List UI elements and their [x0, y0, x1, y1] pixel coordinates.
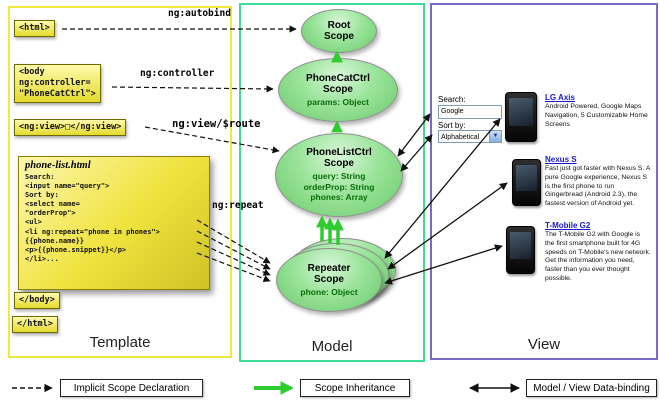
legend-implicit-scope-declaration: Implicit Scope Declaration [60, 379, 203, 397]
phone-screen [516, 165, 537, 192]
phone-description-tmobile-g2: The T-Mobile G2 with Google is the first… [545, 231, 651, 283]
phone-description-lg-axis: Android Powered, Google Maps Navigation,… [545, 103, 648, 128]
ng-view-tag-box: <ng:view>□</ng:view> [14, 119, 127, 137]
scope-repeater: Repeater Scope phone: Object [276, 248, 382, 312]
scope-phonelistctrl-props: query: String orderProp: String phones: … [303, 171, 375, 203]
legend-model-view-data-binding: Model / View Data-binding [526, 379, 657, 397]
scope-phonelistctrl: PhoneListCtrl Scope query: String orderP… [275, 133, 403, 217]
note-title: phone-list.html [25, 160, 91, 171]
sort-by-label: Sort by: [438, 121, 466, 130]
template-panel-label: Template [89, 334, 151, 351]
scope-phonecatctrl-props: params: Object [307, 96, 369, 107]
legend-scope-inheritance: Scope Inheritance [300, 379, 410, 397]
dropdown-arrow-icon: ▼ [489, 131, 501, 142]
phone-list-html-note: phone-list.html Search: <input name="que… [18, 156, 210, 290]
scope-repeater-title: Repeater Scope [307, 262, 351, 285]
edge-label-ng-view-route: ng:view/$route [172, 118, 261, 130]
phone-description-nexus-s: Fast just got faster with Nexus S. A pur… [545, 165, 651, 208]
sort-select[interactable]: Alphabetical ▼ [438, 130, 502, 143]
model-panel-label: Model [311, 338, 353, 355]
html-close-tag-box: </html> [12, 316, 58, 334]
view-panel-label: View [527, 336, 561, 353]
phone-thumbnail-nexus-s [512, 159, 541, 206]
phone-link-nexus-s[interactable]: Nexus S [545, 155, 577, 164]
template-panel: Template [8, 6, 232, 358]
note-code: Search: <input name="query"> Sort by: <s… [25, 173, 160, 263]
scope-repeater-props: phone: Object [300, 286, 358, 297]
phone-thumbnail-lg-axis [505, 92, 537, 142]
phone-screen [510, 232, 531, 259]
phone-link-lg-axis[interactable]: LG Axis [545, 93, 575, 102]
body-open-tag-box: <body ng:controller= "PhoneCatCtrl"> [14, 64, 101, 104]
scope-phonecatctrl-title: PhoneCatCtrl Scope [306, 72, 370, 95]
search-label: Search: [438, 95, 466, 104]
phone-link-tmobile-g2[interactable]: T-Mobile G2 [545, 221, 591, 230]
search-input[interactable]: Google [438, 105, 502, 119]
scope-root-title: Root Scope [323, 20, 354, 42]
edge-label-ng-autobind: ng:autobind [168, 8, 231, 19]
phone-thumbnail-tmobile-g2 [506, 226, 535, 274]
scope-root: Root Scope [301, 9, 377, 53]
html-open-tag-box: <html> [14, 20, 55, 38]
scope-phonecatctrl: PhoneCatCtrl Scope params: Object [278, 58, 398, 122]
edge-label-ng-repeat: ng:repeat [212, 200, 264, 211]
body-close-tag-box: </body> [14, 292, 60, 310]
phone-screen [509, 98, 533, 126]
scope-phonelistctrl-title: PhoneListCtrl Scope [306, 147, 372, 170]
edge-label-ng-controller: ng:controller [140, 68, 215, 79]
sort-select-value: Alphabetical [441, 134, 480, 141]
